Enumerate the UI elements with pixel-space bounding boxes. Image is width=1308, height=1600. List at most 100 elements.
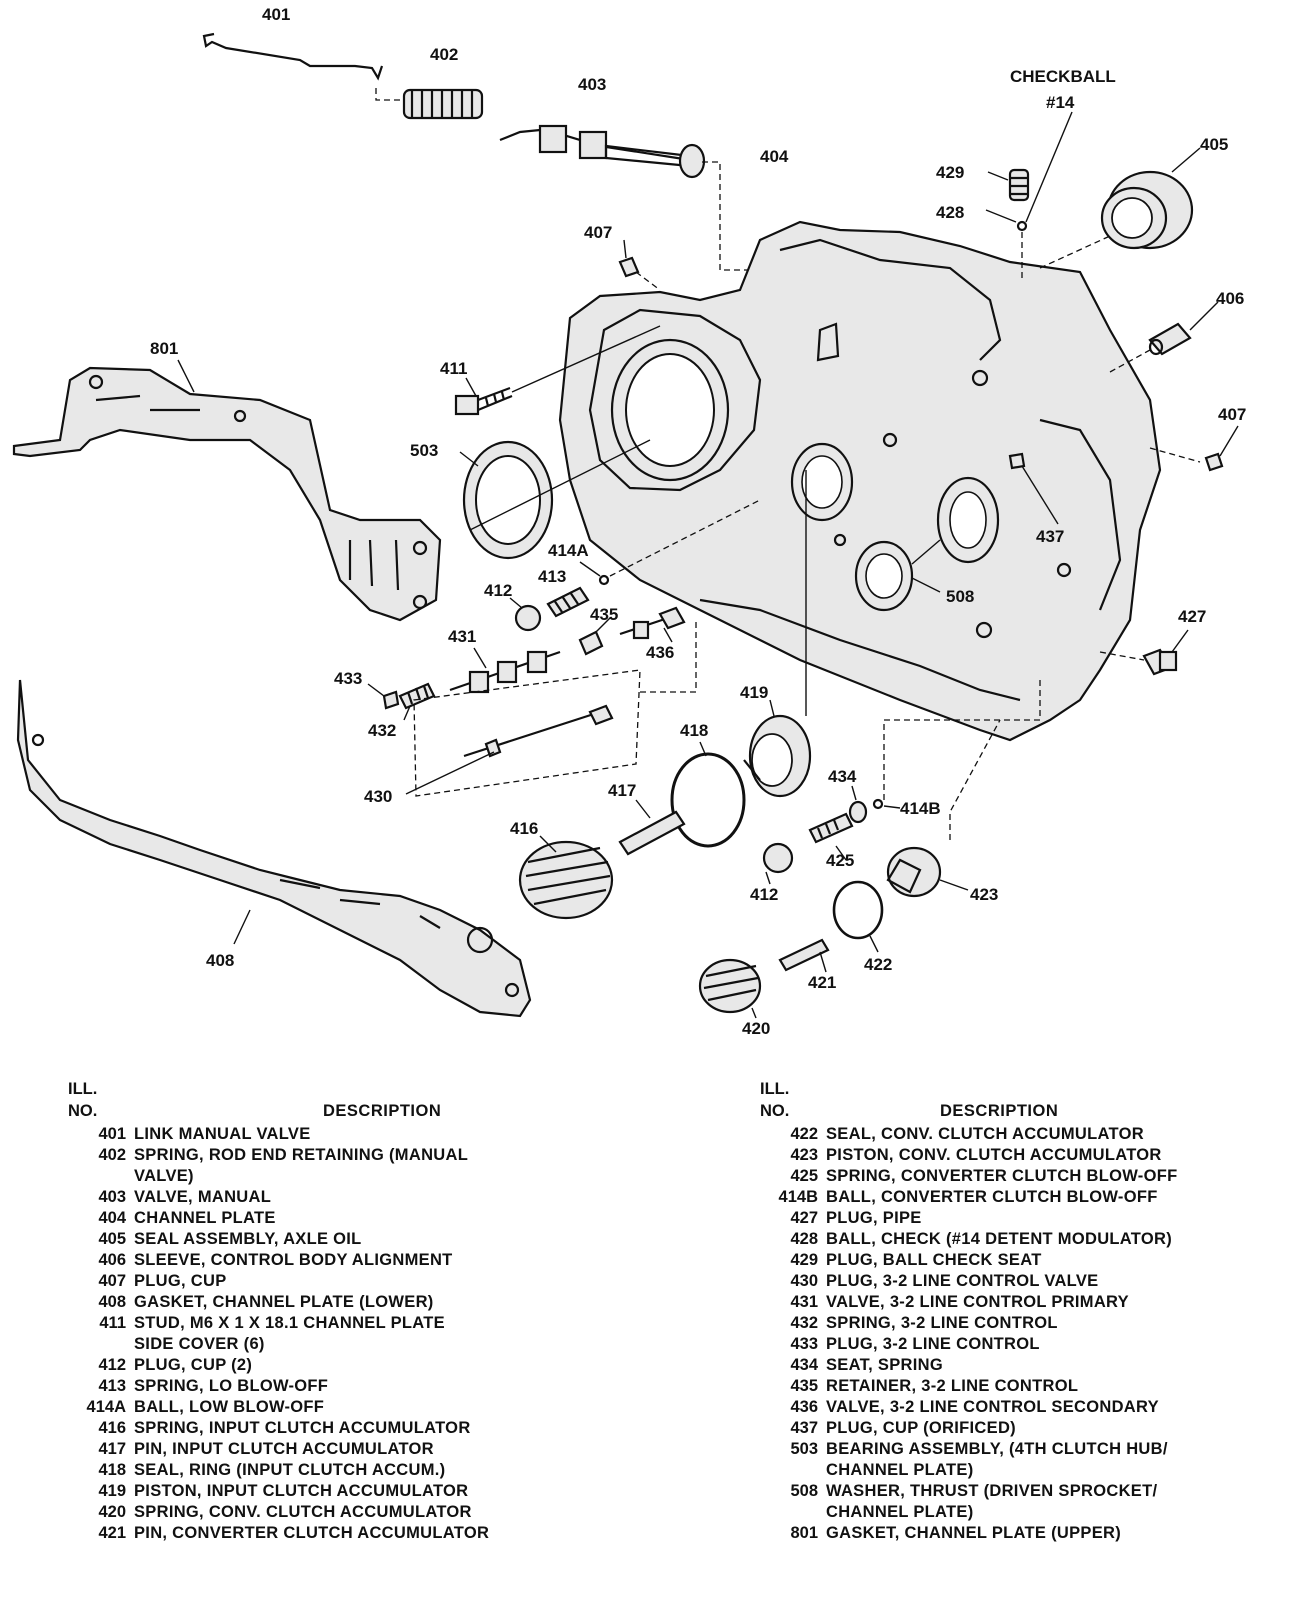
part-435-retainer	[578, 630, 604, 656]
callout-414b: 414B	[900, 799, 941, 818]
part-423-conv-piston	[886, 846, 942, 898]
header-ill: ILL.	[760, 1080, 790, 1098]
part-422-conv-seal	[832, 880, 884, 940]
callout-437: 437	[1036, 527, 1064, 546]
callout-432: 432	[368, 721, 396, 740]
legend-ill-no: 421	[98, 1524, 126, 1542]
legend-ill-no: 408	[98, 1293, 126, 1311]
part-432-spring	[398, 682, 436, 710]
callout-422: 422	[864, 955, 892, 974]
legend-description: SEAL, RING (INPUT CLUTCH ACCUM.)	[134, 1461, 446, 1479]
legend-description: BEARING ASSEMBLY, (4TH CLUTCH HUB/ CHANN…	[826, 1440, 1168, 1479]
legend-ill-no: 416	[98, 1419, 126, 1437]
header-no: NO.	[68, 1102, 98, 1120]
header-no: NO.	[760, 1102, 790, 1120]
callout-430: 430	[364, 787, 392, 806]
legend-ill-no: 437	[790, 1419, 818, 1437]
legend-ill-no: 412	[98, 1356, 126, 1374]
legend-description: SPRING, 3-2 LINE CONTROL	[826, 1314, 1058, 1332]
legend-row: 402 SPRING, ROD END RETAINING (MANUAL VAL…	[68, 1145, 628, 1187]
legend-description: BALL, CONVERTER CLUTCH BLOW-OFF	[826, 1188, 1158, 1206]
part-414b-ball	[872, 798, 884, 810]
legend-row: 408 GASKET, CHANNEL PLATE (LOWER)	[68, 1292, 628, 1313]
part-503-bearing-assembly	[462, 440, 554, 560]
part-421-conv-pin	[778, 938, 830, 972]
legend-description: PLUG, PIPE	[826, 1209, 922, 1227]
legend-row: 437 PLUG, CUP (ORIFICED)	[760, 1418, 1308, 1439]
part-403-manual-valve	[499, 124, 706, 179]
part-433-plug	[382, 690, 400, 710]
legend-description: STUD, M6 X 1 X 18.1 CHANNEL PLATE SIDE C…	[134, 1314, 445, 1353]
legend-description: PIN, CONVERTER CLUTCH ACCUMULATOR	[134, 1524, 490, 1542]
callout-801: 801	[150, 339, 178, 358]
legend-ill-no: 420	[98, 1503, 126, 1521]
legend-description: GASKET, CHANNEL PLATE (UPPER)	[826, 1524, 1122, 1542]
legend-description: GASKET, CHANNEL PLATE (LOWER)	[134, 1293, 434, 1311]
callout-433: 433	[334, 669, 362, 688]
callout-418: 418	[680, 721, 708, 740]
callout-423: 423	[970, 885, 998, 904]
callout-412-upper: 412	[484, 581, 512, 600]
legend-ill-no: 436	[790, 1398, 818, 1416]
legend-ill-no: 401	[98, 1125, 126, 1143]
part-413-lo-blowoff-spring	[546, 586, 590, 618]
header-ill: ILL.	[68, 1080, 98, 1098]
part-419-input-piston	[743, 714, 812, 798]
legend-description: PISTON, INPUT CLUTCH ACCUMULATOR	[134, 1482, 469, 1500]
part-414a-low-blowoff-ball	[598, 574, 610, 586]
callout-403: 403	[578, 75, 606, 94]
part-429-ball-check-plug	[1008, 168, 1030, 202]
legend-description: CHANNEL PLATE	[134, 1209, 276, 1227]
legend-description: VALVE, 3-2 LINE CONTROL PRIMARY	[826, 1293, 1129, 1311]
legend-header-right: ILL. NO. DESCRIPTION	[760, 1078, 1308, 1124]
callout-405: 405	[1200, 135, 1228, 154]
callout-503: 503	[410, 441, 438, 460]
legend-ill-no: 402	[98, 1146, 126, 1164]
callout-checkball-line2: #14	[1046, 93, 1075, 112]
part-428-check-ball	[1016, 220, 1028, 232]
legend-description: PLUG, 3-2 LINE CONTROL	[826, 1335, 1040, 1353]
legend-description: PLUG, CUP (ORIFICED)	[826, 1419, 1016, 1437]
legend-ill-no: 423	[790, 1146, 818, 1164]
legend-description: SPRING, ROD END RETAINING (MANUAL VALVE)	[134, 1146, 469, 1185]
legend-row: 436 VALVE, 3-2 LINE CONTROL SECONDARY	[760, 1397, 1308, 1418]
part-418-seal-ring	[670, 752, 746, 848]
callout-419: 419	[740, 683, 768, 702]
legend-ill-no: 801	[790, 1524, 818, 1542]
legend-description: VALVE, 3-2 LINE CONTROL SECONDARY	[826, 1398, 1159, 1416]
legend-description: BALL, LOW BLOW-OFF	[134, 1398, 325, 1416]
callout-429: 429	[936, 163, 964, 182]
part-406-alignment-sleeve	[1148, 322, 1192, 356]
callout-431: 431	[448, 627, 476, 646]
part-411-stud	[454, 386, 513, 416]
part-508-thrust-washer	[854, 476, 1000, 612]
callout-427: 427	[1178, 607, 1206, 626]
legend-description: PIN, INPUT CLUTCH ACCUMULATOR	[134, 1440, 434, 1458]
legend-description: SPRING, INPUT CLUTCH ACCUMULATOR	[134, 1419, 471, 1437]
callout-407-upper: 407	[584, 223, 612, 242]
callout-434: 434	[828, 767, 857, 786]
callout-406: 406	[1216, 289, 1244, 308]
part-416-input-spring	[518, 840, 614, 920]
legend-description: PLUG, BALL CHECK SEAT	[826, 1251, 1042, 1269]
callout-411: 411	[440, 359, 467, 378]
part-405-axle-oil-seal	[1100, 170, 1194, 250]
callout-420: 420	[742, 1019, 770, 1038]
callout-413: 413	[538, 567, 566, 586]
legend-ill-no: 413	[98, 1377, 126, 1395]
